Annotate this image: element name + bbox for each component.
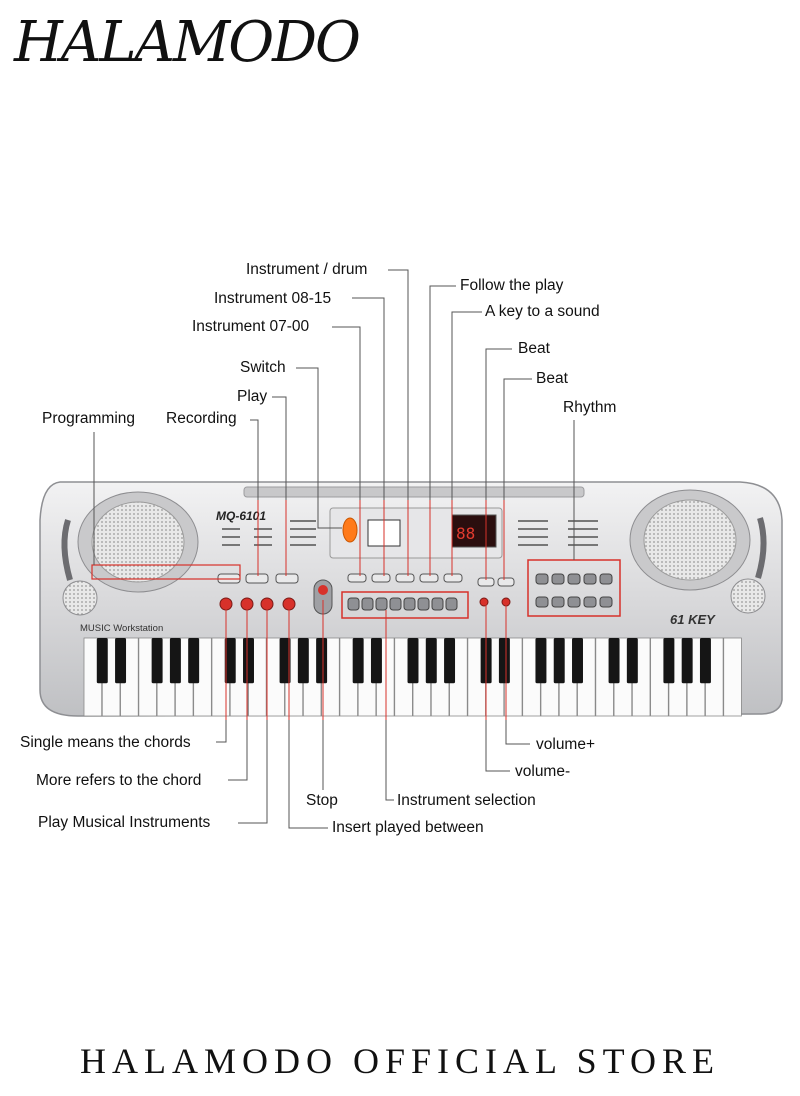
black-key [188,638,200,684]
black-key [224,638,236,684]
piano-keys [83,637,742,717]
black-key [699,638,711,684]
music-workstation-label: MUSIC Workstation [80,623,163,634]
label-instrument-08-15: Instrument 08-15 [214,290,332,307]
black-key [407,638,419,684]
label-stop: Stop [306,792,338,809]
label-insert-played: Insert played between [332,819,484,836]
black-key [96,638,108,684]
label-follow-the-play: Follow the play [460,277,564,294]
black-key [243,638,254,684]
brand-logo: HALAMODO [14,10,361,75]
black-key [370,638,382,684]
label-play: Play [237,388,268,405]
black-key [297,638,309,684]
black-key [535,638,547,684]
label-instrument-selection: Instrument selection [397,792,536,809]
label-volume-plus: volume+ [536,736,596,753]
orange-switch [342,517,358,543]
black-key [444,638,456,684]
label-volume-minus: volume- [515,763,571,780]
label-recording: Recording [166,410,237,427]
label-a-key-to-a-sound: A key to a sound [485,303,600,320]
black-key [352,638,364,684]
black-key [151,638,163,684]
store-footer: HALAMODO OFFICIAL STORE [79,1041,721,1081]
black-key [279,638,291,684]
black-key [663,638,675,684]
black-key [498,638,510,684]
black-key [681,638,693,684]
black-key [553,638,565,684]
led-display: 88 [456,524,475,543]
label-rhythm: Rhythm [563,399,617,416]
label-single-chords: Single means the chords [20,734,191,751]
black-key [316,638,328,684]
label-programming: Programming [42,410,136,427]
label-more-chord: More refers to the chord [36,772,202,789]
black-key [572,638,583,684]
label-switch: Switch [240,359,286,376]
black-key [626,638,638,684]
label-play-instruments: Play Musical Instruments [38,814,211,831]
white-key [723,637,742,717]
black-key [169,638,181,684]
label-beat-1: Beat [518,340,550,357]
label-instrument-drum: Instrument / drum [246,261,368,278]
black-key [608,638,620,684]
black-key [425,638,437,684]
model-label: MQ-6101 [216,509,266,523]
black-key [115,638,127,684]
label-beat-2: Beat [536,370,568,387]
label-instrument-07-00: Instrument 07-00 [192,318,310,335]
key-count-label: 61 KEY [670,612,716,627]
